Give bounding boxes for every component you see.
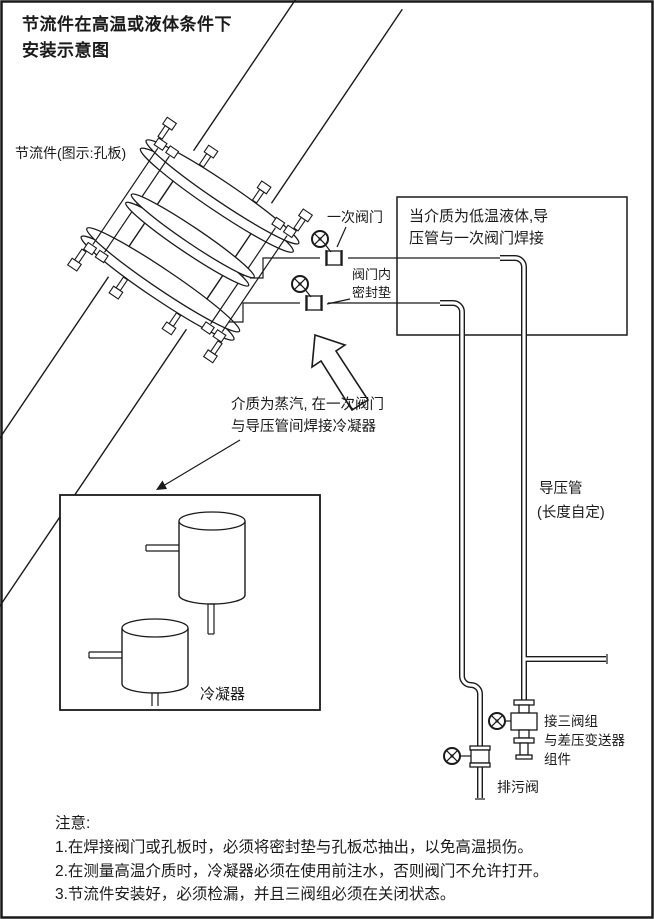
block-arrow <box>311 333 370 412</box>
flange-stud <box>92 147 159 245</box>
impulse-pipes <box>440 255 608 800</box>
manifold-label-line1: 接三阀组 <box>544 713 598 729</box>
note-item-3: 3.节流件安装好，必须检漏，并且三阀组必须在关闭状态。 <box>55 885 455 903</box>
drain-valve-icon <box>443 745 491 768</box>
impulse-pipe-label-line2: (长度自定) <box>537 504 605 521</box>
flange-bolt-icon <box>290 208 313 234</box>
downstream-flange <box>86 227 241 333</box>
valve-body <box>306 295 322 311</box>
condenser-pointer-arrowhead <box>156 480 167 490</box>
impulse-pipe-right <box>500 256 526 700</box>
valve-gasket-label-line2: 密封垫 <box>352 285 391 300</box>
manifold-flange <box>513 737 535 744</box>
upstream-flange <box>145 139 300 245</box>
manifold-label-line3: 组件 <box>544 752 571 767</box>
main-pipe-wall <box>270 8 403 204</box>
condenser-box <box>59 494 321 711</box>
manifold-flange <box>513 699 535 706</box>
valve-body <box>326 250 342 266</box>
low-temp-note-line1: 当介质为低温液体,导 <box>409 208 548 225</box>
cylinder-bottom <box>178 594 246 605</box>
cylinder-top <box>178 511 246 531</box>
primary-valve-icon <box>311 230 343 266</box>
valve-handwheel-icon <box>443 747 461 765</box>
main-pipe-wall <box>192 0 325 152</box>
condenser-label: 冷凝器 <box>200 686 245 703</box>
main-pipe-assembly <box>0 0 403 615</box>
gasket-valve-icon <box>291 275 323 311</box>
main-pipe-wall <box>0 276 110 563</box>
gasket-leader <box>326 298 351 305</box>
page-title-line2: 安装示意图 <box>22 40 110 60</box>
steam-note-line1: 介质为蒸汽, 在一次阀门 <box>231 396 384 413</box>
low-temp-note-line2: 压管与一次阀门焊接 <box>409 230 544 247</box>
tap-line-lower <box>229 302 300 323</box>
flange-bolt-icon <box>67 246 90 272</box>
valve-flange <box>469 762 491 768</box>
valve-gasket-label-line1: 阀门内 <box>352 267 391 282</box>
valve-body <box>470 749 490 764</box>
flange-stud <box>210 227 276 325</box>
three-valve-manifold <box>488 699 538 760</box>
condenser-cylinder-2 <box>88 618 189 706</box>
condenser-cylinder-1 <box>145 511 246 635</box>
main-pipe-wall <box>0 328 188 615</box>
steam-note-line2: 与导压管间焊接冷凝器 <box>231 418 376 435</box>
condenser-illustration: 冷凝器 <box>59 494 321 711</box>
tap-line-upper <box>250 257 320 279</box>
manifold-label-line2: 与差压变送器 <box>544 733 625 748</box>
condenser-pointer-line <box>157 439 241 490</box>
manifold-stub <box>519 742 529 756</box>
impulse-pipe-left <box>440 300 483 798</box>
impulse-pipe-label-line1: 导压管 <box>539 480 583 497</box>
notes-block: 注意: 1.在焊接阀门或孔板时，必须将密封垫与孔板芯抽出，以免高温损伤。 2.在… <box>55 813 548 903</box>
valve-handwheel-icon <box>291 275 309 293</box>
low-temp-note: 当介质为低温液体,导 压管与一次阀门焊接 <box>396 196 628 336</box>
drain-valve-label: 排污阀 <box>497 779 539 795</box>
valve-handwheel-icon <box>311 230 329 248</box>
flange-stud <box>104 155 170 253</box>
primary-valve-leader <box>336 226 347 248</box>
cylinder-top <box>121 618 189 638</box>
primary-valve-label: 一次阀门 <box>327 209 383 225</box>
note-item-2: 2.在测量高温介质时，冷凝器必须在使用前注水，否则阀门不允许打开。 <box>55 862 548 880</box>
impulse-pipe-left <box>440 301 482 798</box>
note-item-1: 1.在焊接阀门或孔板时，必须将密封垫与孔板芯抽出，以免高温损伤。 <box>55 838 533 856</box>
cylinder-bottom <box>121 683 189 694</box>
orifice-plate <box>130 193 255 279</box>
flange-stud <box>221 235 288 333</box>
valve-handwheel-icon <box>488 712 506 730</box>
flange-bolt-icon <box>203 338 226 364</box>
manifold-end-flange <box>515 754 533 760</box>
low-temp-note-box <box>396 196 628 336</box>
manifold-spacer <box>518 704 530 714</box>
flange-bolt-icon <box>154 116 177 142</box>
manifold-valve-body <box>510 712 538 731</box>
manifold-spacer <box>518 729 530 739</box>
notes-heading: 注意: <box>55 813 90 832</box>
page-title-line1: 节流件在高温或液体条件下 <box>22 14 232 34</box>
throttle-label: 节流件(图示:孔板) <box>15 145 126 161</box>
